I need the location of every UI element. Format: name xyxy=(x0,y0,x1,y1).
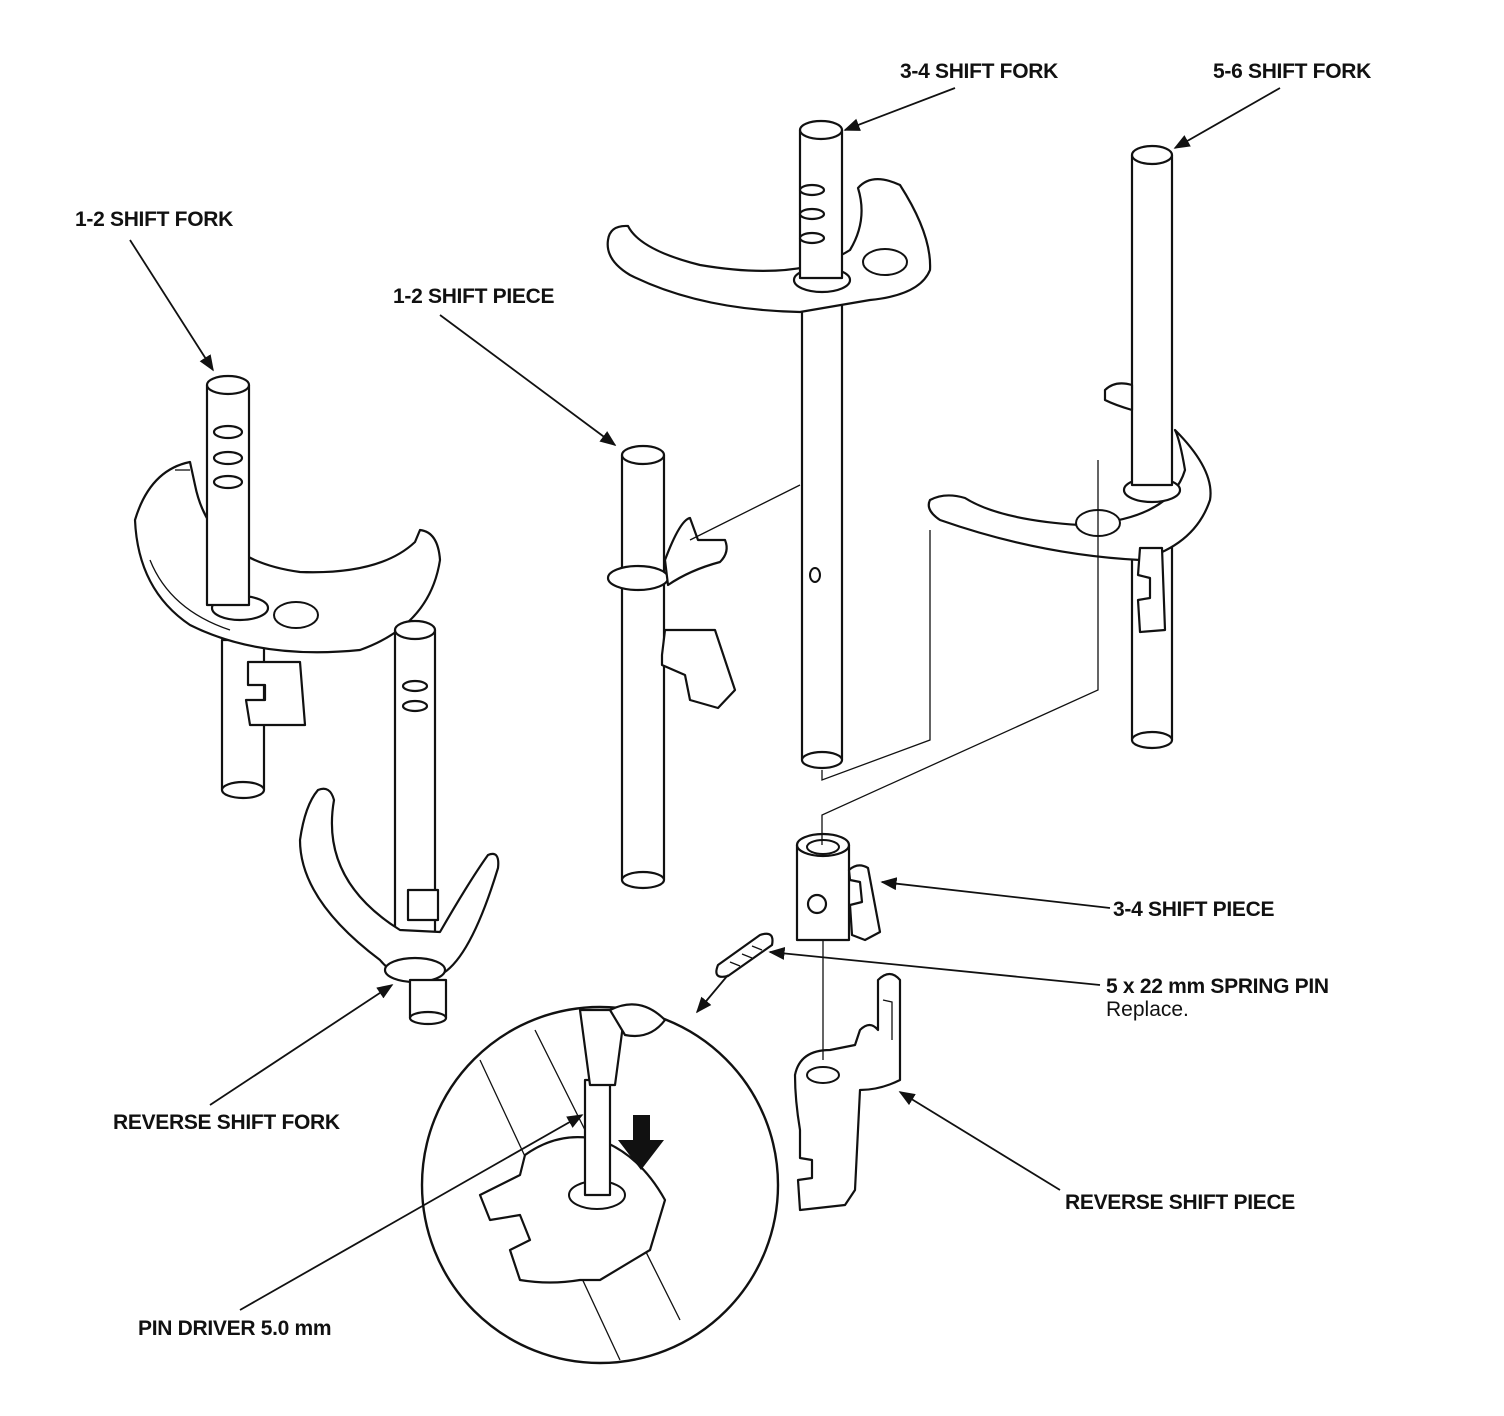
label-fork-12: 1-2 SHIFT FORK xyxy=(75,208,233,231)
label-fork-34: 3-4 SHIFT FORK xyxy=(900,60,1058,83)
label-piece-12: 1-2 SHIFT PIECE xyxy=(393,285,555,308)
leader-lines xyxy=(129,87,1281,1311)
label-spring-pin: 5 x 22 mm SPRING PIN xyxy=(1106,975,1329,998)
piece-34-part xyxy=(795,832,882,942)
label-pin-driver: PIN DRIVER 5.0 mm xyxy=(138,1317,332,1340)
spring-pin-part xyxy=(715,932,774,978)
label-reverse-piece: REVERSE SHIFT PIECE xyxy=(1065,1191,1296,1214)
label-fork-56: 5-6 SHIFT FORK xyxy=(1213,60,1371,83)
piece-12-part xyxy=(606,444,737,890)
fork-34-part xyxy=(606,119,932,770)
assembly-guide-lines xyxy=(689,460,1099,1060)
label-reverse-fork: REVERSE SHIFT FORK xyxy=(113,1111,340,1134)
pin-driver-detail xyxy=(420,1003,780,1365)
fork-56-part xyxy=(927,144,1212,750)
fork-12-part xyxy=(133,374,442,800)
reverse-piece-part xyxy=(793,972,902,1212)
label-piece-34: 3-4 SHIFT PIECE xyxy=(1113,898,1275,921)
reverse-fork-part xyxy=(298,619,500,1026)
label-spring-pin-note: Replace. xyxy=(1106,998,1189,1021)
